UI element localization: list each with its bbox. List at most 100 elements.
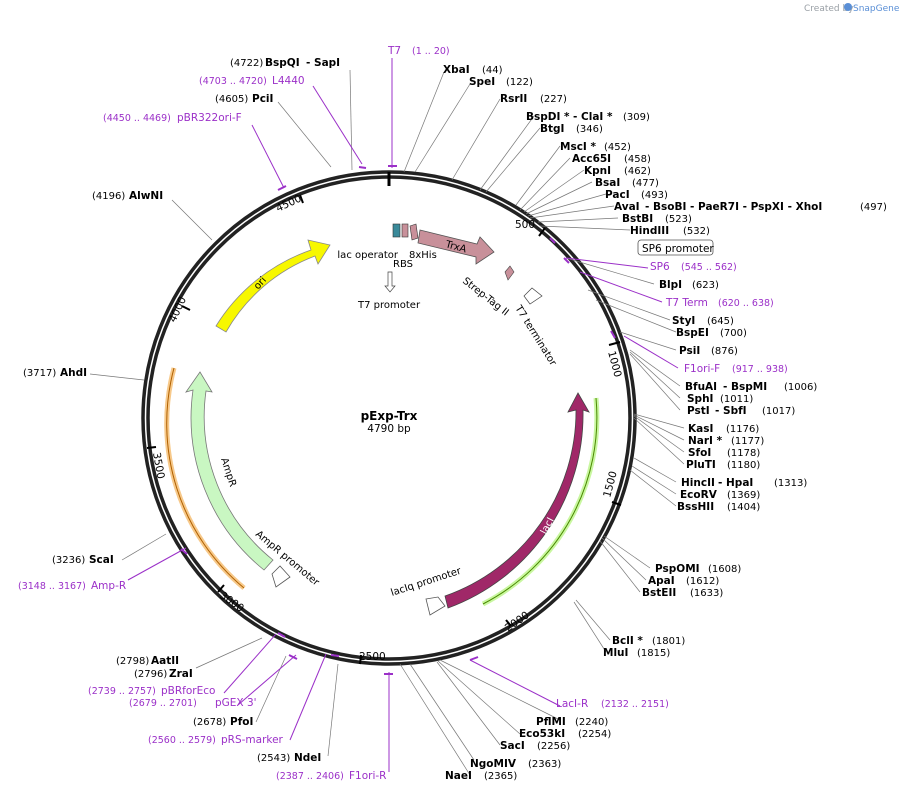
site-pos: (532) [683,226,710,237]
site-name: Acc65I [572,153,611,165]
tick-3000 [217,584,225,593]
primer-pos: (2739 .. 2757) [88,686,156,697]
primer-name: LacI-R [556,698,588,710]
primer-name: L4440 [272,75,305,87]
site-name: BtgI [540,123,564,135]
site-pos: (1006) [784,382,817,393]
primer-ticks [180,165,616,675]
site-pos: (1017) [762,406,795,417]
feature-t7-promoter-arrow [384,271,396,293]
plasmid-name: pExp-Trx [361,409,418,423]
primer-pos: (2679 .. 2701) [129,698,197,709]
site-name: SphI [687,393,713,405]
feature-laci-arrow [444,392,590,609]
site-pos: (4196) [92,191,125,202]
site-pos: (1177) [731,436,764,447]
tick-label-2000: 2000 [503,609,532,634]
tick-3500 [146,446,157,449]
site-labels-right: XbaI (44) SpeI (122) RsrII (227) BspDI *… [443,64,887,659]
feature-ampr-track-line [166,367,245,589]
site-name: HincII [681,477,715,489]
feature-ampr-promoter-arrow [271,565,291,588]
site-pos: (4722) [230,58,263,69]
tick-1500 [611,501,622,506]
site-name: RsrII [500,93,527,105]
site-name: PacI [605,189,630,201]
site-name: MluI [603,647,628,659]
site-name: PciI [252,93,273,105]
site-pos: (2543) [257,753,290,764]
primer-name: pBRforEco [161,685,215,697]
site-name: BspQI [265,57,300,69]
site-pos: (1608) [708,564,741,575]
site-labels-left: (4722) BspQI - SapI (4605) PciI (4196) A… [23,57,340,764]
feature-trxa-arrow [417,229,495,265]
site-name: ScaI [89,554,114,566]
feature-lac-operator-label: lac operator [337,250,398,261]
tick-label-3500: 3500 [150,451,166,479]
site-pos: (523) [665,214,692,225]
feature-8xhis-label: 8xHis [409,250,437,261]
primer-pos: (2132 .. 2151) [601,699,669,710]
site-name: BlpI [659,279,682,291]
site-name: BssHII [677,501,714,513]
site-pos: (477) [632,178,659,189]
site-pos: (623) [692,280,719,291]
site-pos: (1404) [727,502,760,513]
site-pos: (44) [482,65,503,76]
site-pos: (2240) [575,717,608,728]
site-name: SfoI [688,447,711,459]
site-pos: (1180) [727,460,760,471]
primer-name: F1ori-R [349,770,386,782]
site-name: ApaI [648,575,675,587]
tick-label-4500: 4500 [274,193,303,215]
feature-t7-promoter-label: T7 promoter [357,300,421,311]
site-name: BsaI [595,177,620,189]
site-name: EcoRV [680,489,718,501]
site-pos: (700) [720,328,747,339]
site-name: ZraI [169,668,193,680]
site-pos: (309) [623,112,650,123]
site-extra: - BsoBI - PaeR7I - PspXI - XhoI [645,201,822,213]
site-name: BspDI * [526,111,570,123]
tick-label-3000: 3000 [217,590,246,615]
tick-label-2500: 2500 [359,651,386,663]
site-leader-lines [89,69,685,776]
site-pos: (3236) [52,555,85,566]
site-pos: (2254) [578,729,611,740]
site-pos: (4605) [215,94,248,105]
site-extra: - SbfI [715,405,747,417]
site-pos: (2798) [116,656,149,667]
site-pos: (1633) [690,588,723,599]
site-pos: (2796) [134,669,167,680]
site-name: Eco53kI [519,728,565,740]
site-pos: (1369) [727,490,760,501]
site-name: BclI * [612,635,643,647]
site-pos: (497) [860,202,887,213]
site-name: StyI [672,315,695,327]
site-name: NgoMIV [470,758,517,770]
primer-labels: T7 (1 .. 20) (4703 .. 4720) L4440 (4450 … [18,45,788,782]
tick-4000 [181,305,191,311]
feature-rbs-label: RBS [393,259,413,270]
site-name: KasI [688,423,713,435]
primer-pos: (4703 .. 4720) [199,76,267,87]
site-name: AatII [151,655,179,667]
primer-name: T7 Term [665,297,708,309]
primer-pos: (620 .. 638) [718,298,774,309]
feature-rbs-box [409,223,419,241]
site-name: KpnI [584,165,611,177]
site-name: AhdI [60,367,87,379]
site-pos: (876) [711,346,738,357]
site-pos: (3717) [23,368,56,379]
site-name: MscI * [560,141,596,153]
site-pos: (2678) [193,717,226,728]
site-extra: - BspMI [723,381,767,393]
ring-ticks [146,194,622,665]
snapgene-logo-icon [844,3,852,11]
feature-ampr-label: AmpR [218,457,238,489]
site-pos: (2256) [537,741,570,752]
site-pos: (1011) [720,394,753,405]
primer-pos: (2560 .. 2579) [148,735,216,746]
